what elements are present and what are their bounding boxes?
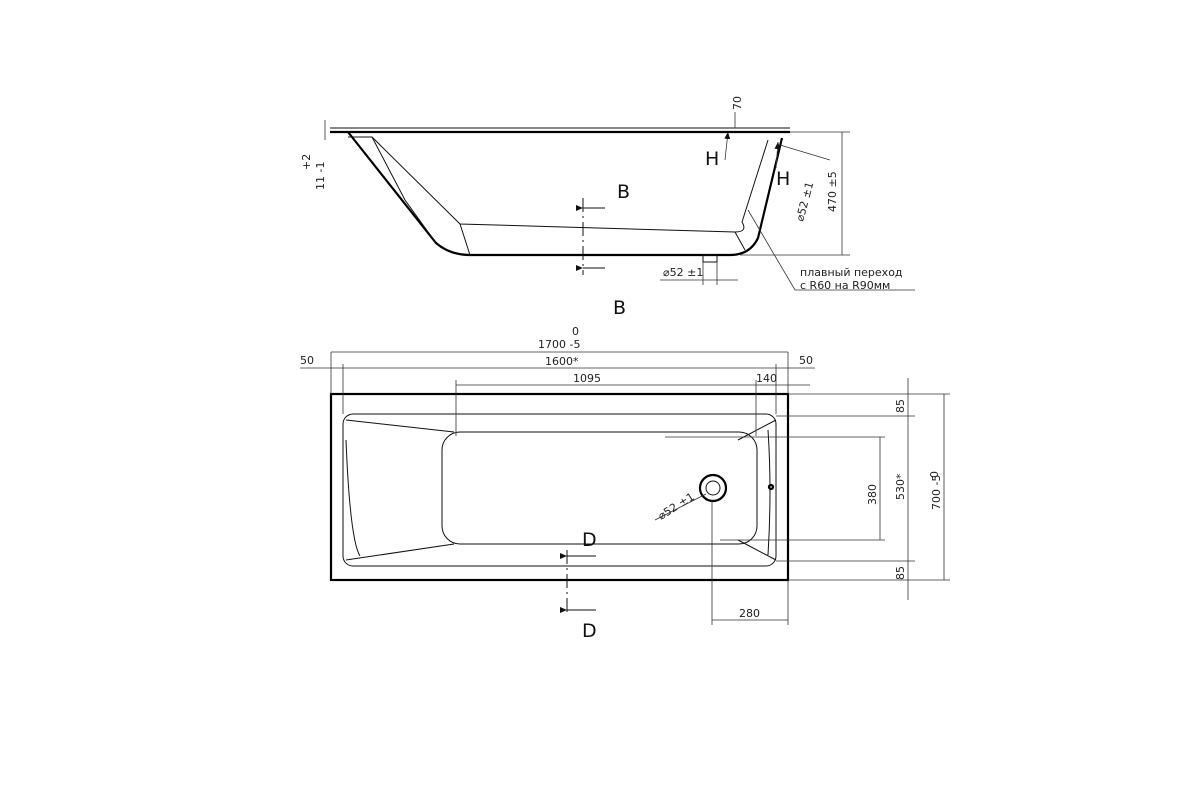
drain-outer — [698, 473, 728, 503]
drain-inner — [705, 480, 721, 496]
dim-drain-diameter: ⌀52 ±1 — [663, 266, 703, 279]
dim-70: 70 — [731, 96, 744, 110]
dim-50-right: 50 — [799, 354, 813, 367]
tub-slope-left — [345, 419, 455, 561]
side-view: B B +2 11 -1 70 H H ⌀52 ±1 470 ±5 ⌀52 ±1… — [300, 96, 915, 319]
dim-1600: 1600* — [545, 355, 579, 368]
dim-width: 700 -5 — [930, 475, 943, 510]
dim-140: 140 — [756, 372, 777, 385]
tub-side-inner — [348, 136, 769, 233]
dim-height: 470 ±5 — [826, 171, 839, 212]
dim-rim-tol: +2 — [300, 154, 313, 170]
dim-length: 1700 -5 — [538, 338, 580, 351]
h-label-1: H — [705, 148, 719, 170]
dim-380: 380 — [866, 484, 879, 505]
note-line-1: плавный переход — [800, 266, 903, 279]
tub-top-inner — [342, 413, 777, 567]
dim-drain-leader — [654, 493, 707, 521]
section-label-b-top: B — [617, 181, 630, 203]
h-arrow-1 — [724, 131, 731, 161]
section-label-b-bottom: B — [613, 297, 626, 319]
h-label-2: H — [776, 168, 790, 190]
dim-1095: 1095 — [573, 372, 601, 385]
dim-530: 530* — [894, 473, 907, 500]
dim-rim-thickness: 11 -1 — [314, 162, 327, 190]
top-view: ⌀52 ±1 0 1700 -5 1600* 50 50 1095 140 38… — [300, 325, 950, 642]
h-arrow-2 — [774, 141, 781, 169]
overflow-mark — [767, 483, 775, 491]
dim-length-tol: 0 — [572, 325, 579, 338]
dim-width-tol: 0 — [928, 471, 941, 478]
dim-280: 280 — [739, 607, 760, 620]
dim-overflow-diameter: ⌀52 ±1 — [793, 180, 816, 222]
dim-overflow-line — [779, 144, 831, 161]
drain-stub — [702, 254, 718, 263]
dim-85-bottom: 85 — [894, 566, 907, 580]
note-leader — [747, 209, 915, 291]
tub-side-outline — [330, 130, 790, 257]
tub-basin — [441, 431, 758, 545]
tub-side-fold — [371, 136, 746, 256]
dim-85-top: 85 — [894, 399, 907, 413]
note-line-2: с R60 на R90мм — [800, 279, 890, 292]
tub-top-outer — [329, 392, 790, 582]
dim-top-drain-diameter: ⌀52 ±1 — [656, 490, 697, 522]
dim-50-left: 50 — [300, 354, 314, 367]
section-label-d-bottom: D — [582, 620, 597, 642]
section-label-d-top: D — [582, 529, 597, 551]
